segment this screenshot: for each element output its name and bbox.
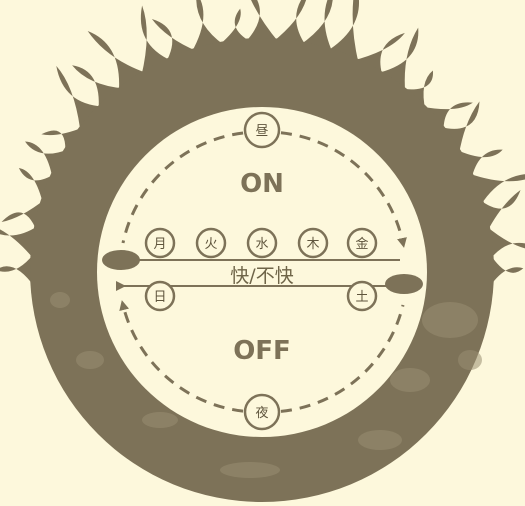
weekday-top-3-label: 木 — [306, 237, 319, 252]
weekday-top-0-label: 月 — [153, 237, 166, 252]
weekday-top-0-node: 月 — [146, 229, 174, 257]
sun-ray — [245, 0, 279, 43]
weekday-bottom-1-node: 土 — [348, 282, 376, 310]
day-label: 昼 — [255, 124, 268, 139]
weekday-bottom-1-label: 土 — [355, 290, 368, 305]
weekday-top-1-label: 火 — [204, 237, 217, 252]
weekday-top-4-node: 金 — [348, 229, 376, 257]
weekday-top-1-node: 火 — [197, 229, 225, 257]
weekday-bottom-0-node: 日 — [146, 282, 174, 310]
off-label: OFF — [233, 336, 291, 366]
sun-ray — [0, 253, 35, 287]
day-node: 昼 — [245, 113, 279, 147]
mood-label: 快/不快 — [230, 265, 293, 287]
weekday-top-3-node: 木 — [299, 229, 327, 257]
weekday-top-4-label: 金 — [355, 236, 368, 252]
weekday-top-2-node: 水 — [248, 229, 276, 257]
morning-node — [385, 274, 423, 294]
sun-ray — [489, 253, 523, 287]
night-node: 夜 — [245, 395, 279, 429]
weekday-bottom-0-label: 日 — [153, 290, 166, 305]
evening-node — [102, 250, 140, 270]
weekday-top-2-label: 水 — [255, 237, 268, 252]
on-label: ON — [240, 169, 284, 199]
night-label: 夜 — [255, 406, 268, 421]
